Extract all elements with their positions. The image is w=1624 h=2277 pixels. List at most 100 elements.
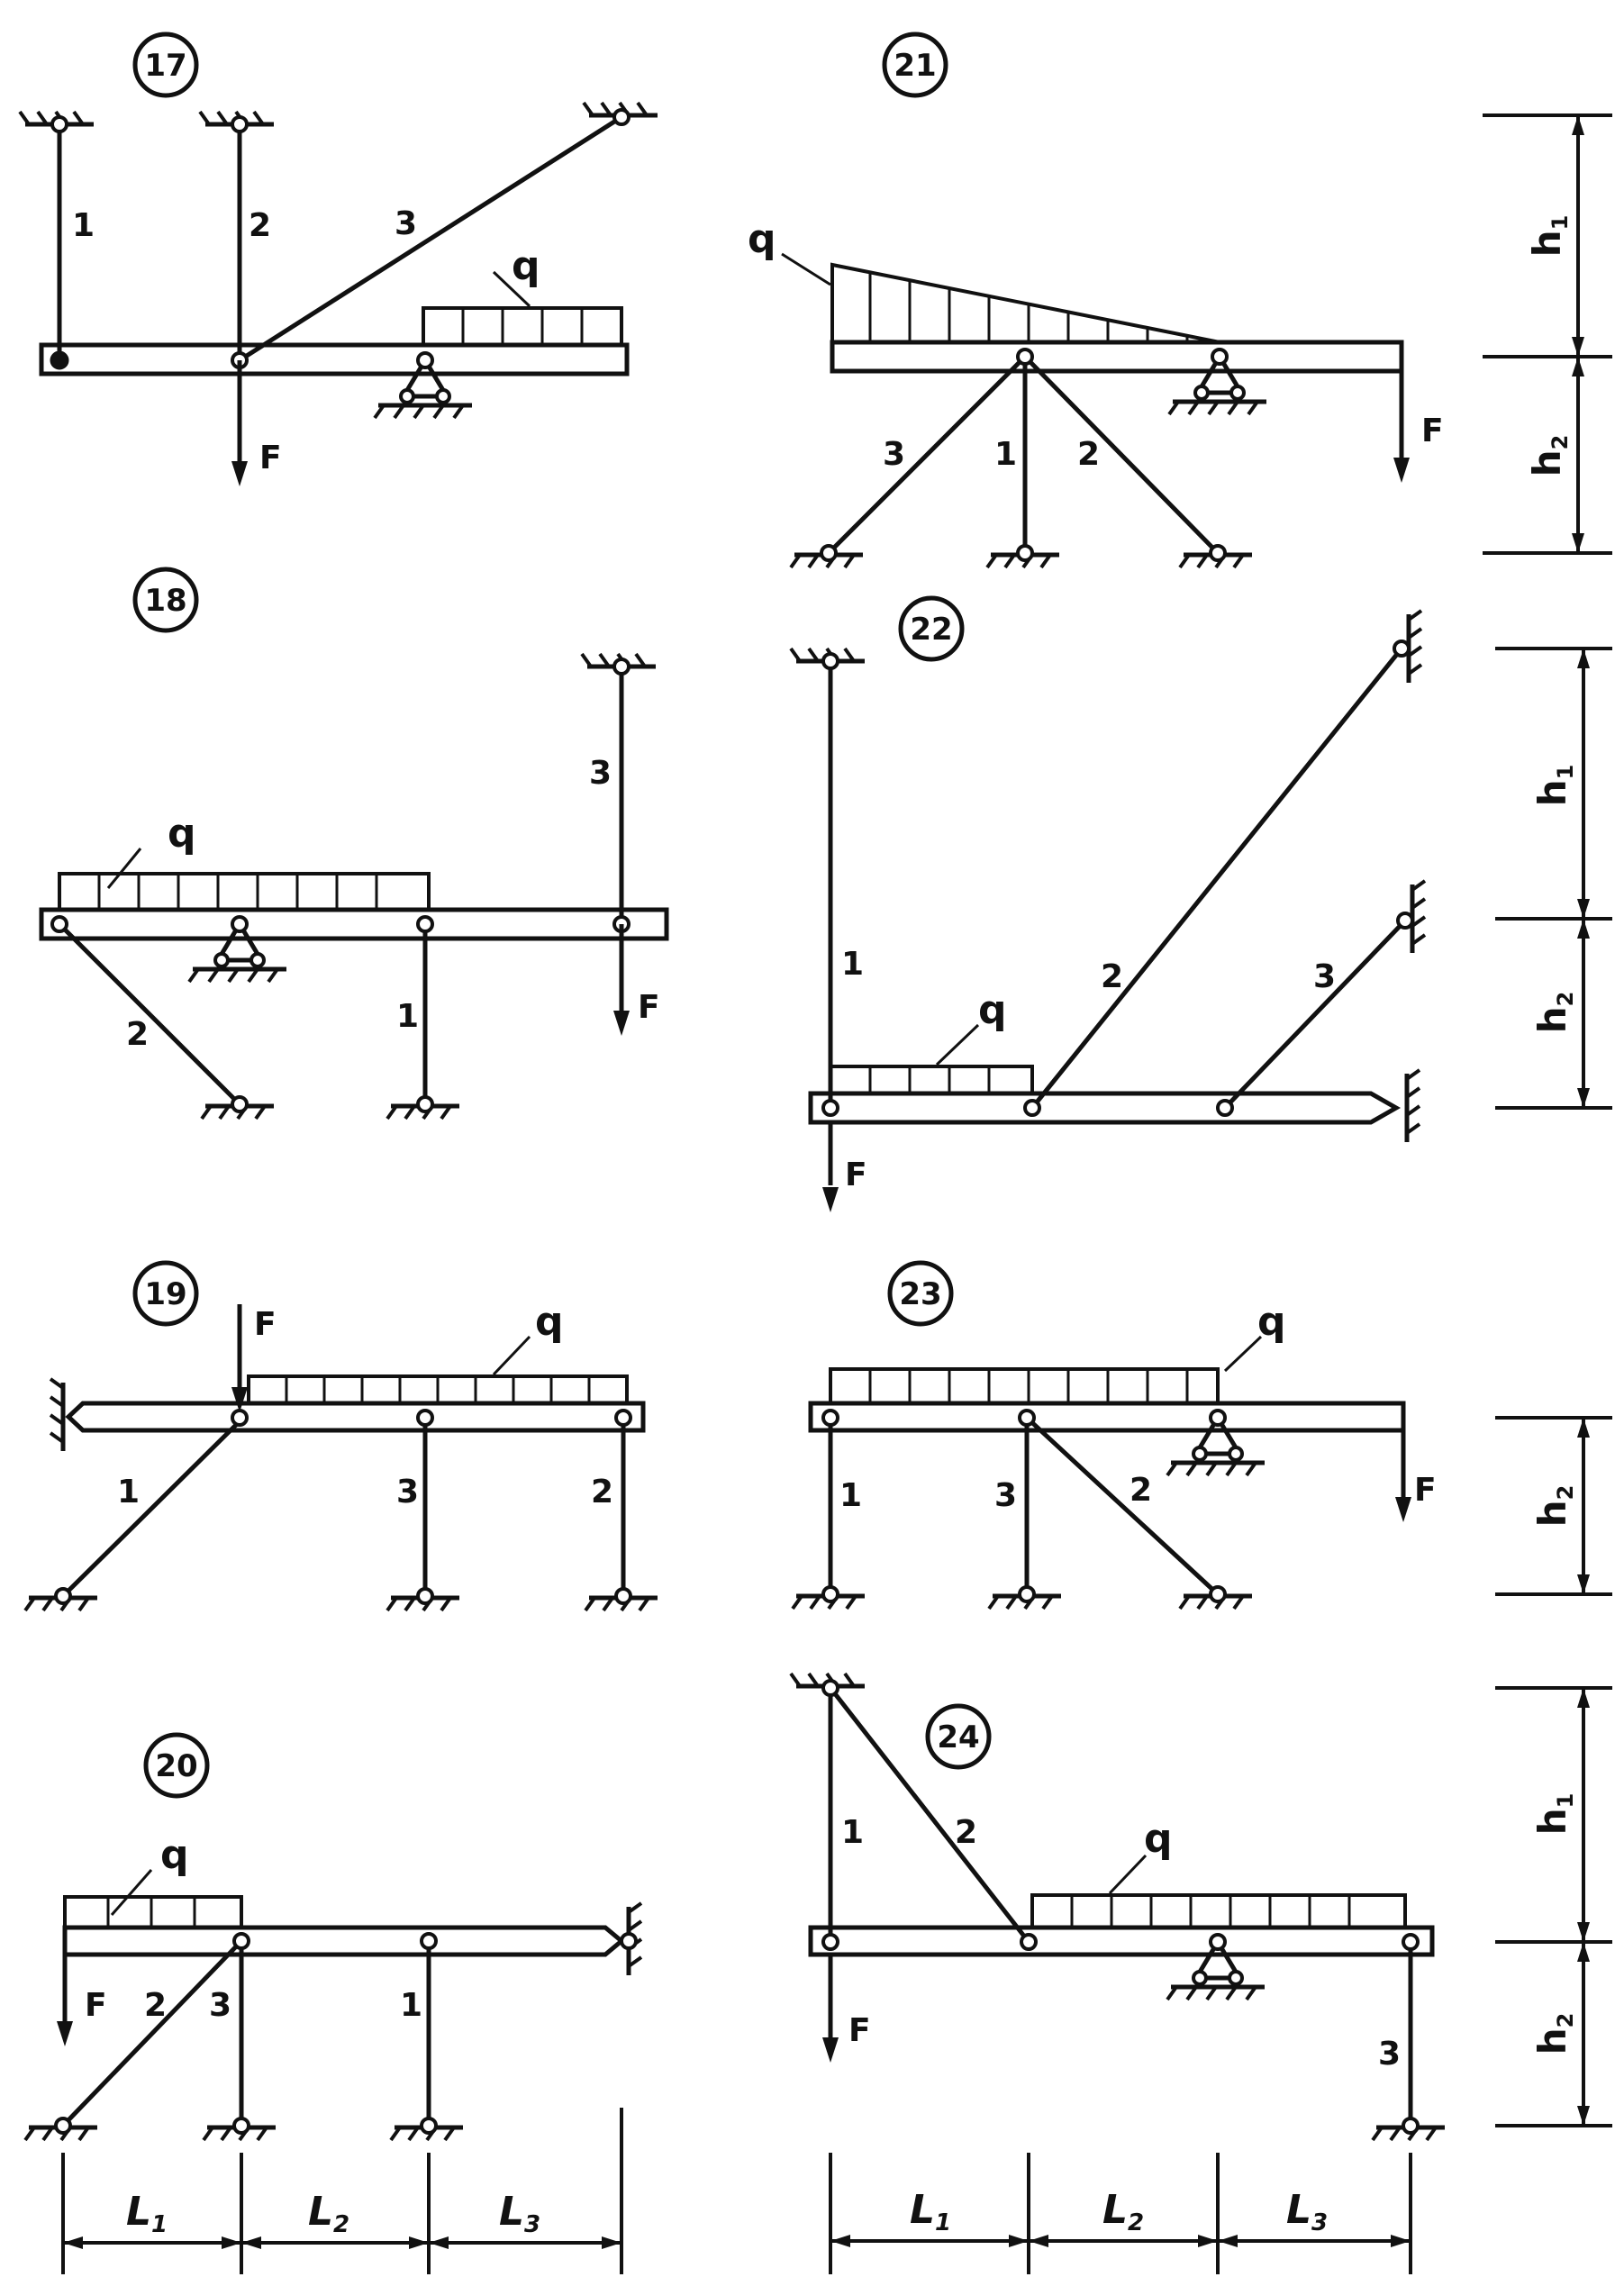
triangular-load <box>830 262 1220 344</box>
hinge <box>821 1585 839 1603</box>
distributed-load <box>829 1065 1034 1095</box>
hinge <box>232 1932 250 1950</box>
dimension-h-scheme-24 <box>1495 1686 1612 2127</box>
member-label: 2 <box>1101 958 1123 995</box>
fixed-support <box>1412 881 1425 953</box>
force-arrowhead <box>1393 458 1410 483</box>
scheme-number-circle <box>882 32 948 98</box>
load-label-q: q <box>512 243 540 289</box>
rod-2 <box>1030 647 1403 1110</box>
scheme-17: 17 q F 1 2 3 <box>20 32 658 486</box>
hinge <box>50 915 68 933</box>
force-label-F: F <box>254 1306 277 1343</box>
load-leader <box>1108 1854 1148 1895</box>
load-leader <box>781 252 831 286</box>
rod-3 <box>1223 917 1409 1110</box>
scheme-number: 18 <box>144 583 186 619</box>
dimension-label-l1: L1 <box>910 2187 951 2236</box>
member-label: 2 <box>1130 1472 1152 1509</box>
hinge <box>821 1099 839 1117</box>
distributed-load <box>63 1895 243 1929</box>
load-leader <box>492 270 531 308</box>
distributed-load <box>422 306 623 347</box>
hinge <box>612 658 631 676</box>
load-leader <box>935 1023 980 1066</box>
force-label-F: F <box>638 989 660 1026</box>
hinge <box>612 108 631 126</box>
scheme-number: 21 <box>894 48 936 84</box>
member-label: 1 <box>839 1477 862 1514</box>
hinge <box>54 2117 72 2135</box>
scheme-20: 20 q F 2 3 1 <box>25 1732 641 2274</box>
member-label: 1 <box>841 1814 864 1851</box>
member-label: 2 <box>144 1987 167 2024</box>
force-arrowhead <box>613 1011 630 1036</box>
scheme-number: 17 <box>144 48 186 84</box>
hinge <box>1016 348 1034 366</box>
load-label-q: q <box>1144 1816 1173 1862</box>
hinge <box>1402 2117 1420 2135</box>
scheme-number-circle <box>143 1732 210 1799</box>
scheme-number: 19 <box>144 1276 186 1312</box>
hinge <box>620 1932 638 1950</box>
dimension-l <box>61 2108 623 2274</box>
member-label: 3 <box>395 205 417 242</box>
fixed-support <box>1409 611 1421 683</box>
force-arrowhead <box>1395 1497 1411 1522</box>
scheme-number-circle <box>898 595 965 662</box>
scheme-18: 18 q F 3 2 1 <box>39 567 669 1119</box>
rod-3 <box>827 355 1027 555</box>
hinge <box>1209 1585 1227 1603</box>
member-label: 1 <box>396 998 419 1035</box>
scheme-24: 24 q F 1 2 3 <box>791 1674 1445 2274</box>
force-arrowhead <box>231 461 248 486</box>
rod-3 <box>238 114 623 363</box>
dimension-label-l1: L1 <box>126 2189 168 2238</box>
member-label: 1 <box>117 1474 140 1510</box>
load-leader <box>492 1335 531 1376</box>
hinge <box>231 115 249 133</box>
scheme-22: 22 q F 1 2 3 <box>791 595 1425 1212</box>
hinge <box>416 1587 434 1605</box>
dimension-label-h1: h1 <box>1525 215 1573 258</box>
load-label-q: q <box>535 1299 564 1345</box>
rod-2 <box>829 1686 1030 1944</box>
dimension-h-scheme-23 <box>1495 1416 1612 1596</box>
height-dimensions: h1 h2 h1 h2 h2 <box>1483 113 1612 2127</box>
scheme-number: 24 <box>937 1719 979 1755</box>
hinge <box>1018 1585 1036 1603</box>
hinge <box>1023 1099 1041 1117</box>
dimension-label-h2: h2 <box>1530 992 1578 1034</box>
member-label: 2 <box>955 1814 977 1851</box>
load-hatch <box>106 1897 196 1928</box>
member-label: 2 <box>126 1016 149 1053</box>
beam <box>62 1925 625 1957</box>
load-hatch <box>868 1369 1189 1403</box>
load-leader <box>1223 1335 1263 1373</box>
hinge <box>1020 1933 1038 1951</box>
member-label: 3 <box>589 755 612 792</box>
load-hatch <box>868 1066 991 1093</box>
dimension-h-scheme-22 <box>1495 647 1612 1110</box>
beam <box>65 1401 646 1433</box>
scheme-23: 23 q F 1 3 2 <box>793 1260 1437 1609</box>
dimension-h-scheme-21 <box>1483 113 1612 555</box>
hinge <box>50 350 69 370</box>
force-label-F: F <box>259 440 282 476</box>
member-label: 1 <box>994 436 1017 473</box>
scheme-number: 23 <box>899 1276 941 1312</box>
hinge <box>231 1095 249 1113</box>
load-leader <box>110 1869 153 1916</box>
hinge <box>614 1587 632 1605</box>
hinge <box>1216 1099 1234 1117</box>
force-label-F: F <box>85 1987 107 2024</box>
member-label: 1 <box>72 207 95 244</box>
hinge <box>420 2117 438 2135</box>
distributed-load <box>1030 1893 1407 1929</box>
force-arrowhead <box>822 1187 839 1212</box>
scheme-19: 19 q F 1 3 2 <box>25 1260 658 1610</box>
dimension-label-l2: L2 <box>308 2189 349 2238</box>
force-label-F: F <box>848 2012 871 2049</box>
load-label-q: q <box>748 216 776 262</box>
